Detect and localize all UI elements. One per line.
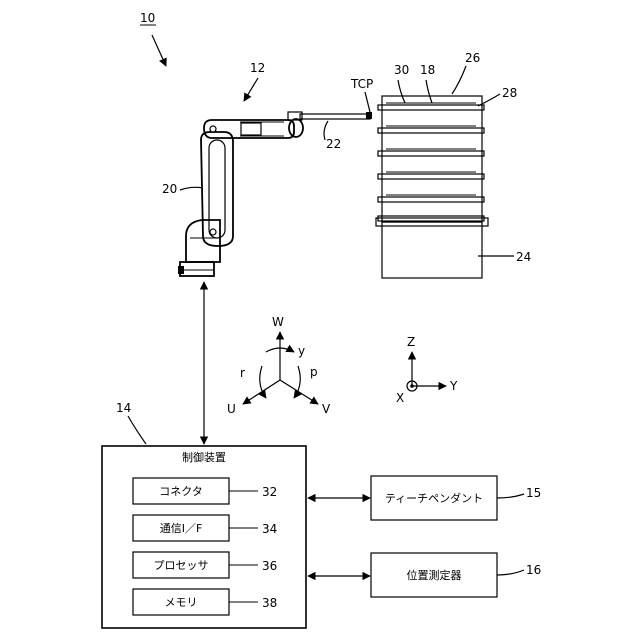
ref-teach-pendant: 15 [526,486,541,500]
robot-base [180,262,214,276]
ref-memory: 38 [262,596,277,610]
ref-slot: 30 [394,63,409,77]
ref-processor: 36 [262,559,277,573]
comm-if-label: 通信I／F [160,522,203,535]
ref-slot-leader [398,80,405,103]
ref-position-sensor-leader [497,570,524,575]
ref-rack-base: 24 [516,250,531,264]
ref-tool: 22 [326,137,341,151]
axis-x-label: X [396,391,404,405]
tool-coordinate-axes: W y r p U V [227,315,331,416]
ref-workpiece: 18 [420,63,435,77]
ref-position-sensor: 16 [526,563,541,577]
ref-shelf: 28 [502,86,517,100]
axis-z-label: Z [407,335,415,349]
axis-w-label: W [272,315,284,329]
robot-tool [300,114,370,119]
world-coordinate-axes: Z Y X [396,335,458,405]
ref-arm: 20 [162,182,177,196]
axis-u-label: U [227,402,236,416]
ref-arm-leader [180,187,203,190]
ref-comm-if: 34 [262,522,277,536]
ref-system: 10 [140,11,155,25]
rack: 30 18 26 28 24 [376,51,531,278]
axis-y-rot-label: y [298,344,305,358]
ref-controller-leader [128,416,146,444]
robot-lower-arm [201,132,233,246]
processor-label: プロセッサ [154,559,209,572]
ref-controller: 14 [116,401,131,415]
ref-robot-arrow [244,78,258,101]
rack-shelves [378,103,484,221]
rack-frame [382,96,482,222]
rack-base [382,222,482,278]
axis-v-label: V [322,402,331,416]
ref-workpiece-leader [426,80,432,103]
tcp-leader [365,92,370,112]
teach-pendant-label: ティーチペンダント [385,491,483,505]
tcp-label: TCP [350,77,373,91]
ref-robot: 12 [250,61,265,75]
ref-rack-leader [452,66,466,94]
ref-rack: 26 [465,51,480,65]
position-sensor-label: 位置測定器 [407,568,462,582]
memory-label: メモリ [165,596,198,609]
ref-connector: 32 [262,485,277,499]
ref-teach-pendant-leader [497,494,524,498]
connector-label: コネクタ [159,485,203,498]
robot: 12 20 22 TCP [162,61,373,276]
axis-r-label: r [240,366,245,380]
axis-y-label: Y [449,379,458,393]
ref-system-arrow [152,35,166,66]
axis-p-label: p [310,365,318,379]
controller-title: 制御装置 [182,450,226,464]
